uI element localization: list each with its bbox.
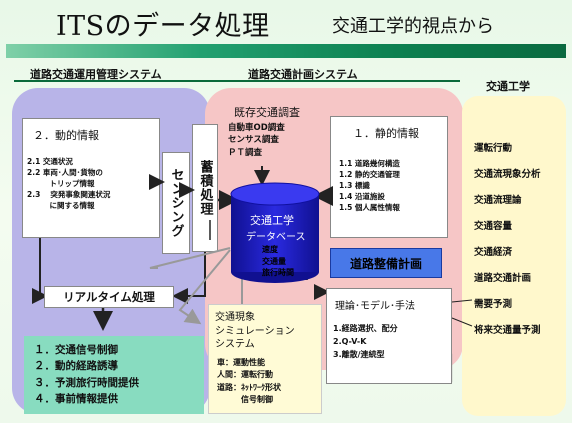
traffic-engineering-item: 将来交通量予測 bbox=[474, 325, 541, 336]
list-item: 車：運動性能 bbox=[217, 358, 265, 367]
traffic-engineering-item: 需要予測 bbox=[474, 299, 513, 310]
static-info-heading: １．静的情報 bbox=[353, 127, 419, 140]
list-item: 1.5 個人属性情報 bbox=[339, 202, 400, 212]
simulation-heading-line: 交通現象 bbox=[215, 312, 255, 323]
section-underline-planning bbox=[214, 80, 460, 82]
list-item: 2.1 交通状況 bbox=[27, 157, 73, 166]
database-title-line2: データベース bbox=[246, 232, 306, 243]
section-label-traffic-engineering: 交通工学 bbox=[486, 80, 530, 93]
traffic-engineering-item: 交通経済 bbox=[474, 247, 513, 258]
existing-survey-heading: 既存交通調査 bbox=[234, 106, 300, 119]
road-plan-box: 道路整備計画 bbox=[330, 248, 442, 278]
gray-arrow-db-to-sensing bbox=[149, 247, 231, 269]
list-item: 2.Q-V-K bbox=[333, 336, 367, 346]
theory-heading: 理論･モデル･手法 bbox=[335, 301, 415, 312]
list-item: 交通量 bbox=[262, 256, 286, 266]
dynamic-info-heading: ２．動的情報 bbox=[33, 129, 99, 142]
simulation-heading-line: シミュレーション bbox=[215, 325, 295, 337]
list-item: 道路：ﾈｯﾄﾜｰｸ形状 bbox=[217, 382, 281, 392]
list-item: 1.1 道路幾何構造 bbox=[339, 159, 400, 168]
list-item: 人間：運転行動 bbox=[217, 370, 273, 380]
static-info-list: 1.1 道路幾何構造 1.2 静的交通管理 1.3 標識 1.4 沿道施設 1.… bbox=[339, 159, 400, 213]
page-title: ITSのデータ処理 bbox=[56, 11, 270, 42]
line-forecast-to-theory bbox=[451, 317, 473, 327]
list-item: 1.経路選択、配分 bbox=[333, 324, 398, 333]
list-item: 信号制御 bbox=[217, 395, 273, 405]
database-items: 速度 交通量 旅行時間 bbox=[262, 244, 294, 279]
list-item: に関する情報 bbox=[27, 200, 95, 210]
arrow-storage-to-realtime bbox=[172, 252, 206, 304]
list-item: ２．動的経路誘導 bbox=[34, 360, 118, 373]
traffic-engineering-item: 交通流現象分析 bbox=[474, 169, 541, 180]
output-services-box: １．交通信号制御 ２．動的経路誘導 ３．予測旅行時間提供 ４．事前情報提供 bbox=[24, 336, 204, 414]
traffic-engineering-item: 交通流理論 bbox=[474, 195, 522, 206]
arrow-dynamic-to-realtime bbox=[32, 238, 48, 304]
section-label-planning: 道路交通計画システム bbox=[248, 68, 358, 81]
traffic-engineering-panel bbox=[462, 96, 566, 416]
section-label-operation: 道路交通運用管理システム bbox=[30, 68, 162, 81]
simulation-heading: 交通現象 シミュレーション システム bbox=[215, 311, 295, 352]
list-item: 旅行時間 bbox=[262, 268, 294, 278]
page-subtitle: 交通工学的視点から bbox=[332, 16, 494, 37]
simulation-heading-line: システム bbox=[215, 339, 255, 350]
line-demand-to-theory bbox=[451, 299, 473, 303]
list-item: 2.2 車両･人間･貨物の bbox=[27, 167, 103, 177]
list-item: センサス調査 bbox=[228, 135, 279, 146]
simulation-list: 車：運動性能 人間：運転行動 道路：ﾈｯﾄﾜｰｸ形状 信号制御 bbox=[217, 357, 281, 407]
list-item: 3.離散/連続型 bbox=[333, 349, 385, 359]
list-item: １．交通信号制御 bbox=[34, 344, 118, 356]
simulation-box: 交通現象 シミュレーション システム 車：運動性能 人間：運転行動 道路：ﾈｯﾄ… bbox=[208, 304, 322, 414]
existing-survey-list: 自動車OD調査 センサス調査 ＰＴ調査 bbox=[228, 122, 285, 159]
list-item: 1.3 標識 bbox=[339, 180, 370, 190]
sensing-box: センシング bbox=[162, 152, 190, 254]
list-item: ４．事前情報提供 bbox=[34, 392, 118, 405]
list-item: 1.2 静的交通管理 bbox=[339, 169, 400, 179]
list-item: 速度 bbox=[262, 245, 278, 254]
list-item: トリップ情報 bbox=[27, 178, 95, 188]
realtime-processing-box: リアルタイム処理 bbox=[44, 286, 174, 308]
traffic-engineering-item: 交通容量 bbox=[474, 221, 513, 232]
traffic-engineering-item: 道路交通計画 bbox=[474, 273, 532, 284]
theory-box: 理論･モデル･手法 1.経路選択、配分 2.Q-V-K 3.離散/連続型 bbox=[326, 288, 452, 384]
theory-list: 1.経路選択、配分 2.Q-V-K 3.離散/連続型 bbox=[333, 323, 398, 361]
database-title-line1: 交通工学 bbox=[250, 214, 294, 227]
title-bar bbox=[6, 44, 566, 58]
section-underline-operation bbox=[14, 80, 214, 82]
list-item: ３．予測旅行時間提供 bbox=[34, 376, 139, 389]
traffic-engineering-item: 運転行動 bbox=[474, 143, 513, 154]
list-item: 2.3 突発事象関連状況 bbox=[27, 189, 111, 199]
list-item: 1.4 沿道施設 bbox=[339, 191, 385, 201]
list-item: ＰＴ調査 bbox=[228, 147, 263, 158]
list-item: 自動車OD調査 bbox=[228, 123, 285, 133]
dynamic-info-list: 2.1 交通状況 2.2 車両･人間･貨物の トリップ情報 2.3 突発事象関連… bbox=[27, 157, 110, 211]
static-info-box: １．静的情報 1.1 道路幾何構造 1.2 静的交通管理 1.3 標識 1.4 … bbox=[330, 116, 448, 238]
database-cylinder bbox=[230, 182, 320, 283]
gray-arrow-db-to-simulation bbox=[178, 249, 231, 325]
